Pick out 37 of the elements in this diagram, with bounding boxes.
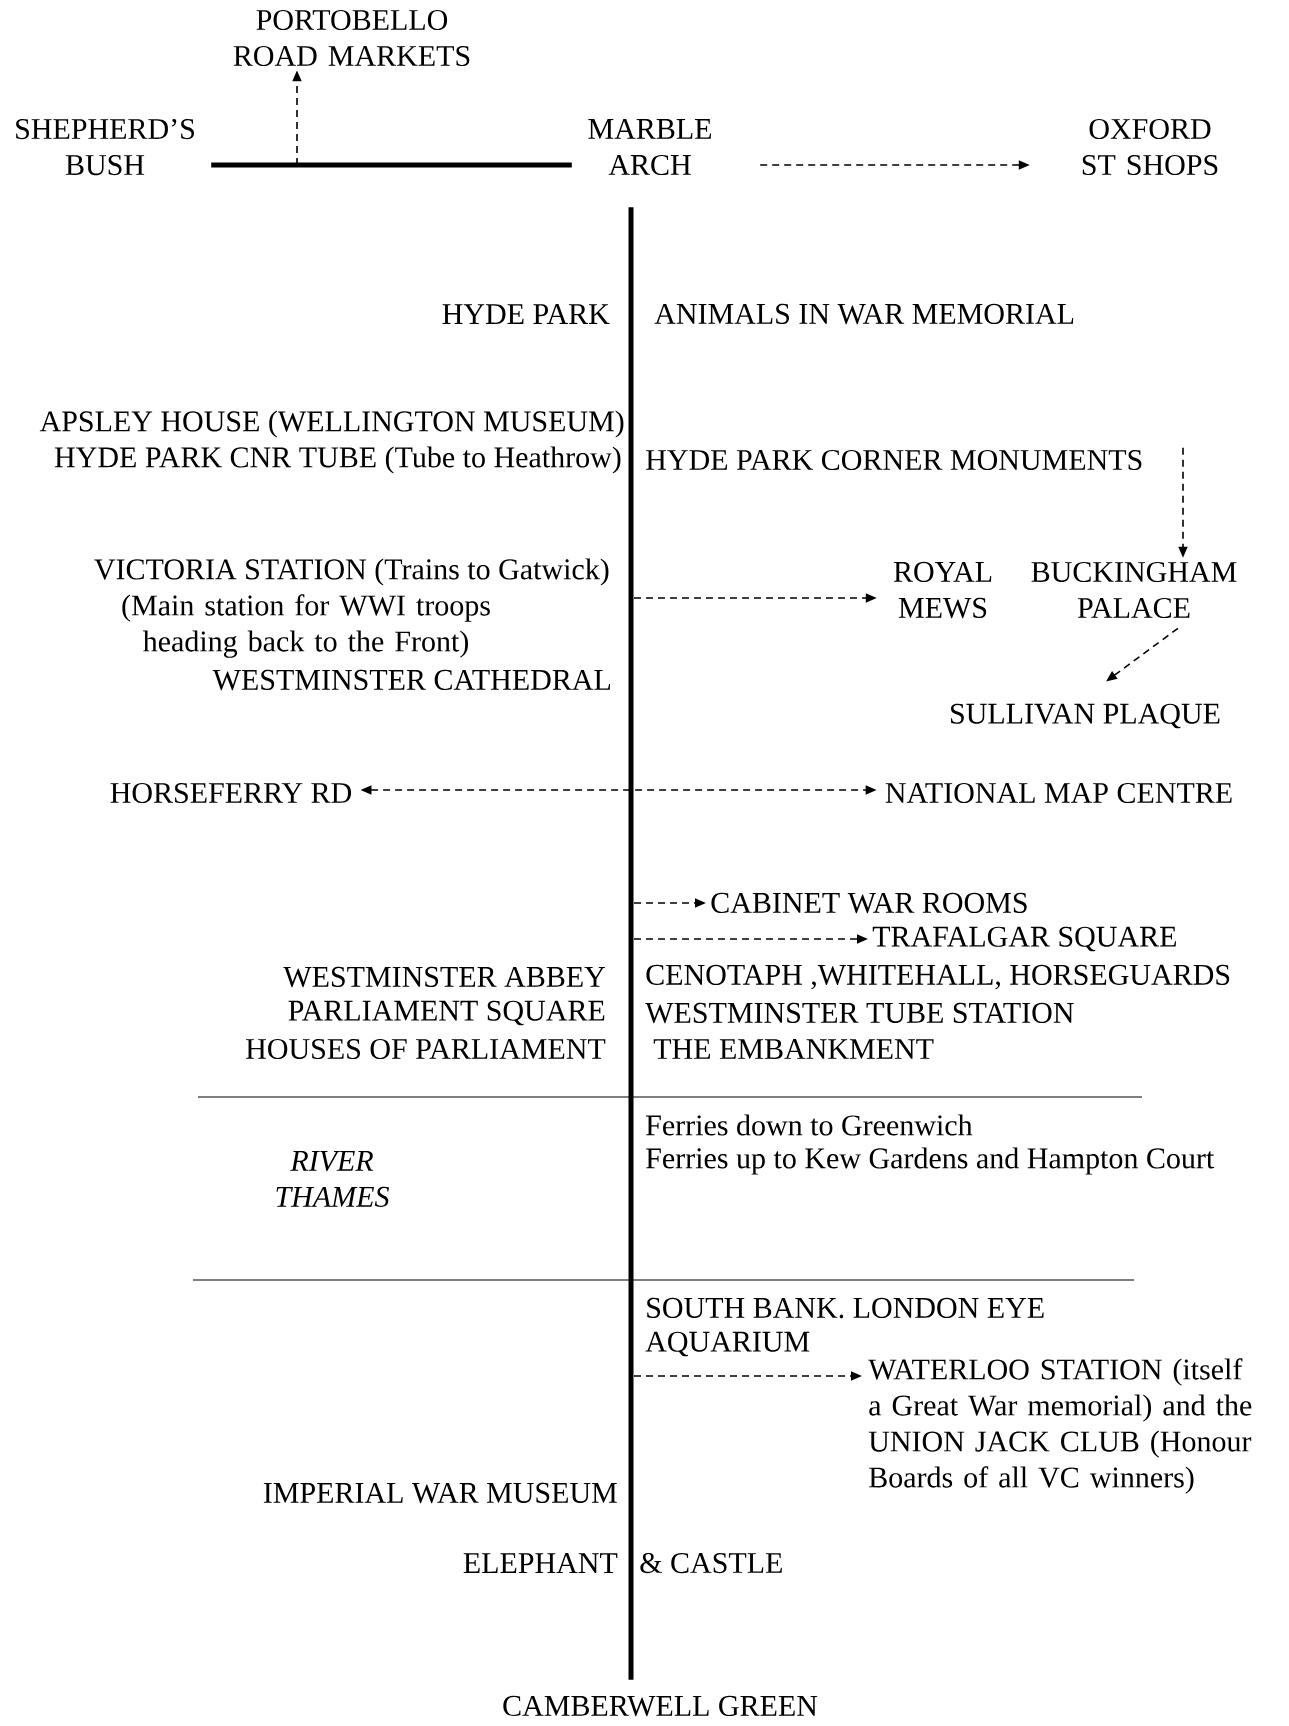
place-label: AQUARIUM [645,1331,810,1357]
place-label: SHEPHERD’S BUSH [16,118,194,176]
place-label: HORSEFERRY RD [110,782,352,804]
place-label: (Main station for WWI troops heading back to the Front) [122,594,490,658]
route-line [628,207,634,1680]
place-label: TRAFALGAR SQUARE [872,926,1176,952]
place-label: Ferries down to Greenwich [646,1114,973,1136]
place-label: ROYAL MEWS [893,561,992,619]
place-label: VICTORIA STATION (Trains to Gatwick) [94,558,609,586]
place-label: SULLIVAN PLAQUE [951,703,1220,729]
place-label: OXFORD ST SHOPS [1082,118,1218,176]
place-label: THE EMBANKMENT [653,1039,934,1059]
place-label: ANIMALS IN WAR MEMORIAL [654,303,1074,325]
place-label: HOUSES OF PARLIAMENT [246,1038,606,1060]
place-label: & CASTLE [640,1552,782,1574]
place-label: WATERLOO STATION (itself a Great War memorial) and the UNION JACK CLUB (Honour Boards of all VC winners) [868,1358,1252,1494]
place-label: RIVER THAMES [276,1151,389,1207]
place-label: PARLIAMENT SQUARE [288,1000,605,1026]
place-label: WESTMINSTER ABBEY [283,966,606,988]
place-label: PORTOBELLO ROAD MARKETS [233,9,470,67]
place-label: CENOTAPH ,WHITEHALL, HORSEGUARDS [646,964,1230,990]
place-label: BUCKINGHAM PALACE [1031,561,1237,619]
place-label: CABINET WAR ROOMS [711,892,1027,914]
place-label: ELEPHANT [463,1553,618,1573]
place-label: WESTMINSTER CATHEDRAL [212,669,610,691]
place-label: HYDE PARK [442,304,610,324]
place-label: NATIONAL MAP CENTRE [885,782,1232,804]
place-label: Ferries up to Kew Gardens and Hampton Court [646,1147,1215,1175]
place-label: WESTMINSTER TUBE STATION [645,1002,1074,1024]
place-label: MARBLE ARCH [588,118,711,176]
place-label: SOUTH BANK. LONDON EYE [647,1297,1044,1319]
place-label: HYDE PARK CORNER MONUMENTS [646,449,1142,471]
place-label: APSLEY HOUSE (WELLINGTON MUSEUM) [39,410,624,438]
place-label: IMPERIAL WAR MUSEUM [263,1482,617,1504]
place-label: CAMBERWELL GREEN [503,1695,818,1717]
route-line [211,162,572,168]
place-label: HYDE PARK CNR TUBE (Tube to Heathrow) [54,446,621,474]
